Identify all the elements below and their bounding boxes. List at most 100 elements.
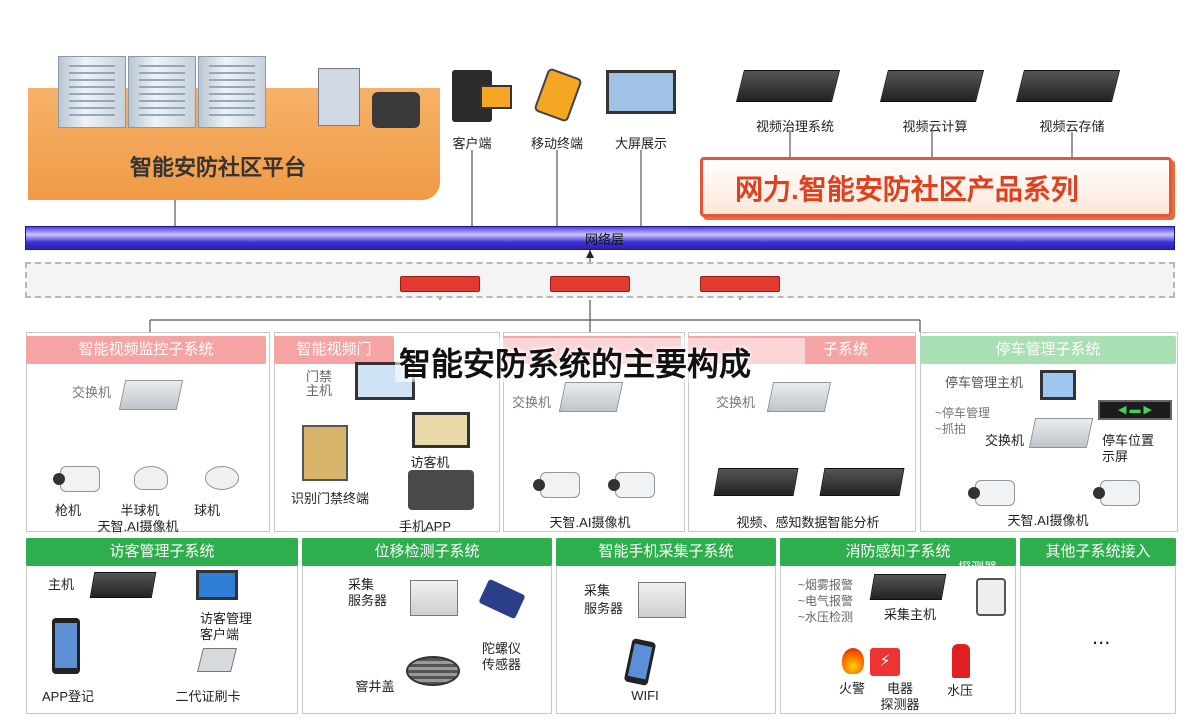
analysis-label: 视频、感知数据智能分析: [736, 515, 880, 530]
access-host-label-2: 主机: [306, 383, 333, 398]
parking-option-2: ~抓拍: [935, 422, 967, 436]
flame-icon: [842, 648, 864, 674]
manhole-cover-icon: [406, 656, 460, 686]
video-cloud-storage-label: 视频云存储: [1039, 119, 1105, 134]
parking-display-label-2: 示屏: [1102, 449, 1129, 464]
displacement-server-label-2: 服务器: [348, 593, 388, 608]
id-card-label: 二代证刷卡: [175, 689, 241, 704]
switch-icon: [1028, 418, 1094, 448]
bullet-camera-icon: [608, 472, 655, 498]
visitor-client-label-1: 访客管理: [200, 611, 253, 626]
monitor-icon: [480, 85, 512, 109]
visitor-machine-icon: [412, 412, 470, 448]
fire-alarm-label: 火警: [838, 681, 866, 696]
half-dome-label: 半球机: [120, 503, 160, 518]
face-recognition-icon: [318, 68, 360, 126]
gun-camera-label: 枪机: [54, 503, 82, 518]
sensor-label-1: 陀螺仪: [482, 641, 522, 656]
smartphone-icon: [52, 618, 80, 674]
analysis-server-icon: [713, 468, 799, 496]
phone-server-label-1: 采集: [584, 583, 611, 598]
parking-subsystem-title: 停车管理子系统: [920, 336, 1176, 364]
overlay-backdrop: [395, 338, 805, 382]
analysis-server-icon: [819, 468, 905, 496]
network-layer-label: 网络层: [585, 232, 625, 247]
phone-server-label-2: 服务器: [584, 601, 624, 616]
electrical-detector-icon: ⚡: [870, 648, 900, 676]
platform-title: 智能安防社区平台: [130, 155, 307, 180]
parking-option-1: ~停车管理: [935, 406, 991, 420]
phone-collection-subsystem: [556, 538, 776, 714]
displacement-server-label-1: 采集: [348, 577, 375, 592]
switch-icon: [118, 380, 184, 410]
detector-label: 探测器: [958, 560, 998, 575]
client-label: 客户端: [452, 136, 492, 151]
parking-display-icon: ◀ ▬ ▶: [1098, 400, 1172, 420]
server-rack-icon: [128, 56, 196, 128]
visitor-client-icon: [196, 570, 238, 600]
video-cloud-compute-server-icon: [880, 70, 984, 102]
electrical-label-2: 探测器: [880, 697, 920, 712]
manhole-cover-label: 窨井盖: [355, 679, 395, 694]
door-terminal-label: 识别门禁终端: [290, 491, 370, 506]
access-control-title: 智能视频门: [274, 336, 394, 364]
bullet-camera-icon: [1093, 480, 1140, 506]
video-cloud-storage-server-icon: [1016, 70, 1120, 102]
collection-server-icon: [410, 580, 458, 616]
half-dome-camera-icon: [134, 466, 168, 490]
ai-camera-label: 天智.AI摄像机: [1007, 513, 1089, 528]
video-monitoring-subsystem: [26, 332, 270, 532]
fire-sensing-subsystem: [780, 538, 1016, 714]
video-cloud-compute-label: 视频云计算: [902, 119, 968, 134]
other-subsystems-title: 其他子系统接入: [1020, 538, 1176, 566]
fire-option-2: ~电气报警: [798, 594, 854, 608]
parking-switch-label: 交换机: [985, 433, 1025, 448]
fire-host-label: 采集主机: [883, 607, 937, 622]
wifi-label: WIFI: [631, 688, 659, 703]
parking-host-label: 停车管理主机: [945, 375, 1024, 390]
visitor-subsystem-title: 访客管理子系统: [26, 538, 298, 566]
fire-option-1: ~烟雾报警: [798, 578, 854, 592]
ball-camera-icon: [205, 466, 239, 490]
bullet-camera-icon: [533, 472, 580, 498]
phone-collection-subsystem-title: 智能手机采集子系统: [556, 538, 776, 566]
fire-option-3: ~水压检测: [798, 610, 854, 624]
water-pressure-label: 水压: [946, 683, 974, 698]
server-rack-icon: [58, 56, 126, 128]
visitor-client-label-2: 客户端: [200, 627, 240, 642]
switch-label: 交换机: [512, 395, 552, 410]
access-host-label-1: 门禁: [306, 369, 333, 384]
switch-icon: [558, 382, 624, 412]
switch-label: 交换机: [72, 385, 112, 400]
fire-sensing-subsystem-title: 消防感知子系统: [780, 538, 1016, 566]
ball-camera-label: 球机: [193, 503, 221, 518]
network-layer-bar: [25, 226, 1175, 250]
door-terminal-icon: [302, 425, 348, 481]
detector-icon: [976, 578, 1006, 616]
product-series-banner: [700, 157, 1172, 217]
visitor-host-label: 主机: [48, 577, 75, 592]
bullet-camera-icon: [968, 480, 1015, 506]
ai-camera-label: 天智.AI摄像机: [549, 515, 631, 530]
visitor-machine-label: 访客机: [410, 455, 450, 470]
ai-camera-label: 天智.AI摄像机: [97, 519, 179, 534]
vehicle-icon: [372, 92, 420, 128]
displacement-subsystem-title: 位移检测子系统: [302, 538, 552, 566]
fire-host-icon: [869, 574, 947, 600]
server-rack-icon: [198, 56, 266, 128]
parking-display-label-1: 停车位置: [1102, 433, 1155, 448]
video-monitoring-title: 智能视频监控子系统: [26, 336, 266, 364]
visitor-host-icon: [89, 572, 157, 598]
electrical-label-1: 电器: [886, 681, 914, 696]
id-card-reader-icon: [197, 648, 237, 672]
other-subsystems: [1020, 538, 1176, 714]
switch-label: 交换机: [716, 395, 756, 410]
product-series-title: 网力.智能安防社区产品系列: [735, 174, 1079, 205]
more-ellipsis: ...: [1092, 624, 1111, 649]
switch-icon: [766, 382, 832, 412]
overlay-title: 智能安防系统的主要构成: [399, 346, 752, 382]
red-appliance-icon: [550, 276, 630, 292]
video-governance-label: 视频治理系统: [755, 119, 835, 134]
fire-hydrant-icon: [952, 644, 970, 678]
video-wall-icon: [606, 70, 676, 114]
